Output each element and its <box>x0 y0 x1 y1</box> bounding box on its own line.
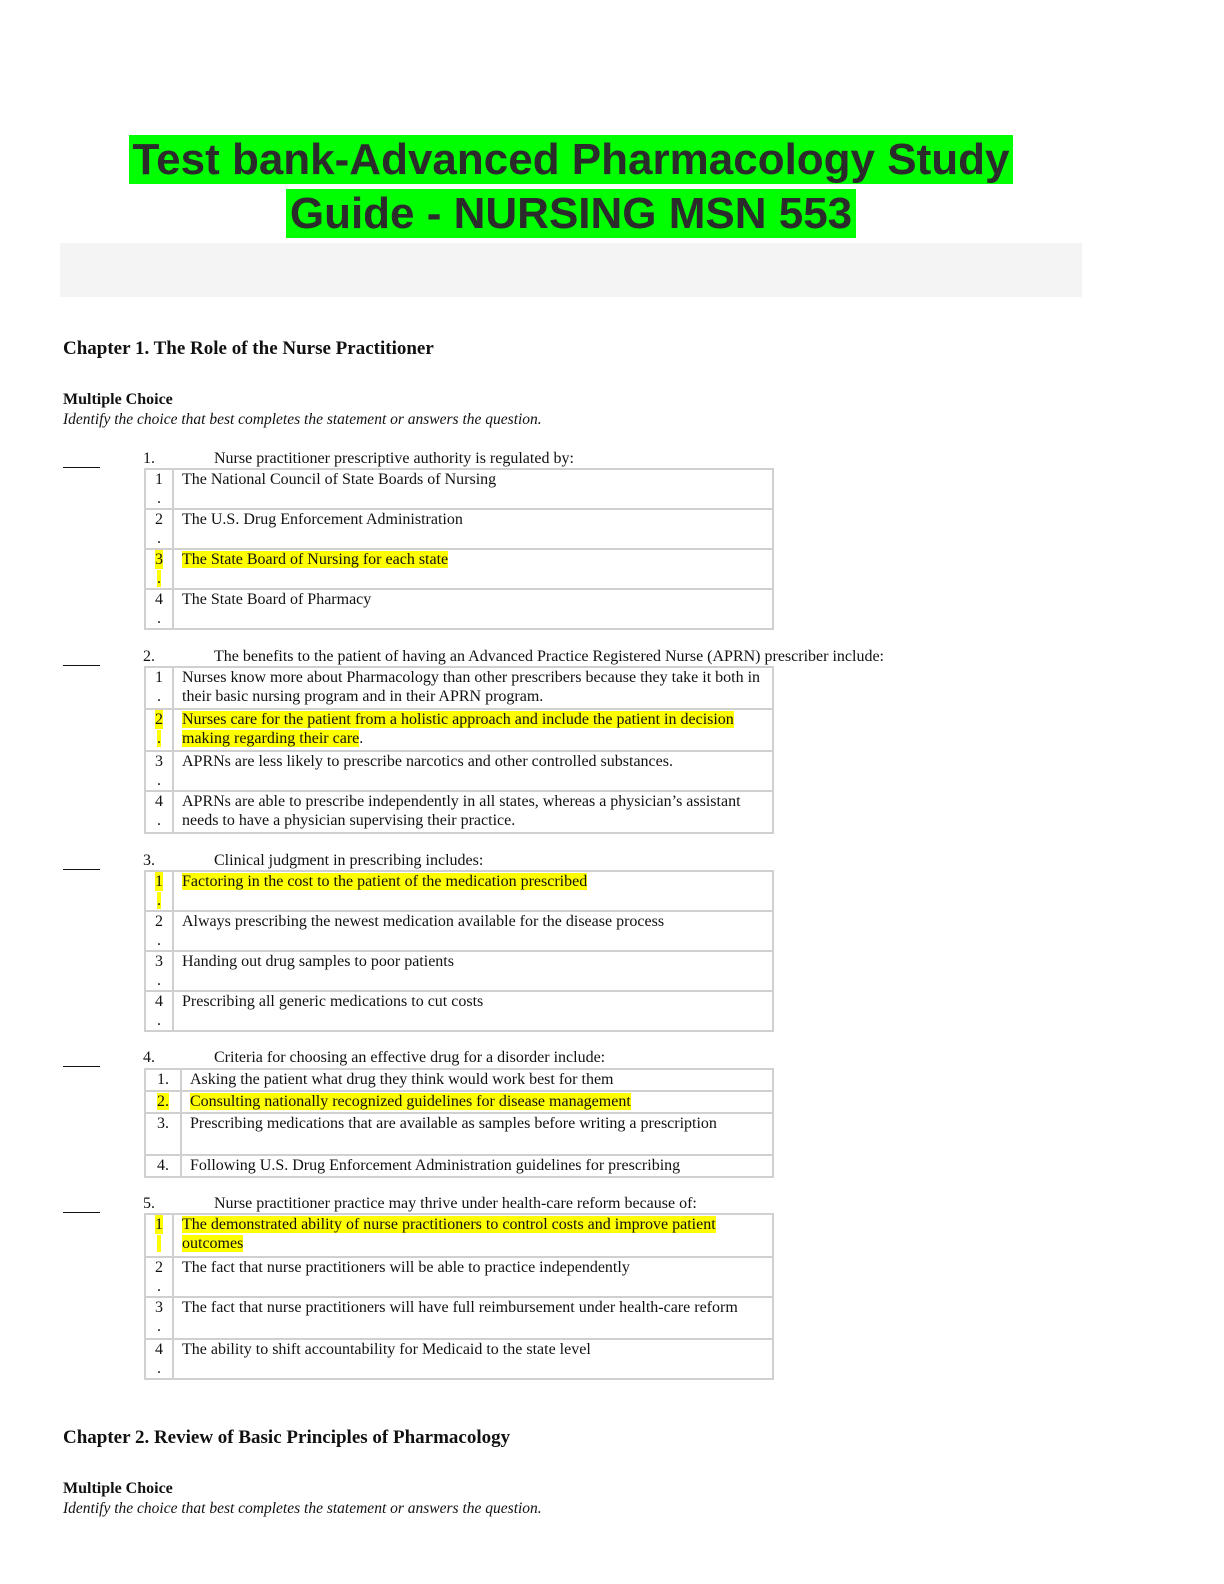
option-text: Nurses know more about Pharmacology than… <box>182 669 761 705</box>
answer-blank[interactable] <box>63 1066 100 1067</box>
option-row-correct: 2. Nurses care for the patient from a ho… <box>144 708 774 752</box>
option-row: 1. The National Council of State Boards … <box>144 468 774 510</box>
option-row: 4. The ability to shift accountability f… <box>144 1338 774 1380</box>
chapter-1-section: Multiple Choice <box>63 391 173 408</box>
option-text: The fact that nurse practitioners will b… <box>182 1259 630 1276</box>
option-number: 3. <box>157 1115 169 1132</box>
chapter-1-instructions: Identify the choice that best completes … <box>63 411 542 428</box>
question-text: Criteria for choosing an effective drug … <box>214 1049 606 1066</box>
option-row: 3. Prescribing medications that are avai… <box>144 1112 774 1156</box>
option-text: Always prescribing the newest medication… <box>182 913 665 930</box>
option-text-highlighted: The State Board of Nursing for each stat… <box>182 551 449 568</box>
option-number: 2 <box>155 1259 163 1276</box>
option-number: 4 <box>155 793 163 810</box>
options-table: 1. The National Council of State Boards … <box>144 468 774 630</box>
option-number: 1 <box>155 1215 163 1234</box>
chapter-2-section: Multiple Choice <box>63 1480 173 1497</box>
option-row: 3. Handing out drug samples to poor pati… <box>144 950 774 992</box>
options-table: 1. Nurses know more about Pharmacology t… <box>144 666 774 834</box>
title-line-2: Guide - NURSING MSN 553 <box>285 189 857 238</box>
option-row: 4. The State Board of Pharmacy <box>144 588 774 630</box>
answer-blank[interactable] <box>63 869 100 870</box>
option-row: 2. The U.S. Drug Enforcement Administrat… <box>144 508 774 550</box>
options-table: 1. Asking the patient what drug they thi… <box>144 1068 774 1178</box>
option-row: 2. Always prescribing the newest medicat… <box>144 910 774 952</box>
chapter-2-instructions: Identify the choice that best completes … <box>63 1500 542 1517</box>
option-text: Handing out drug samples to poor patient… <box>182 953 454 970</box>
chapter-2-heading: Chapter 2. Review of Basic Principles of… <box>63 1427 511 1448</box>
option-row-correct: 3. The State Board of Nursing for each s… <box>144 548 774 590</box>
question-text: Nurse practitioner prescriptive authorit… <box>214 450 574 467</box>
title-band <box>60 243 1082 297</box>
option-text: Prescribing medications that are availab… <box>190 1115 717 1132</box>
option-number: 1 <box>155 471 163 488</box>
option-number: 3 <box>155 953 163 970</box>
option-text: APRNs are able to prescribe independentl… <box>182 793 741 829</box>
option-number: 4. <box>157 1157 169 1174</box>
options-table: 1 The demonstrated ability of nurse prac… <box>144 1213 774 1380</box>
option-text: APRNs are less likely to prescribe narco… <box>182 753 673 770</box>
option-row-correct: 1. Factoring in the cost to the patient … <box>144 870 774 912</box>
question-number: 1. <box>143 450 155 467</box>
option-row-correct: 2. Consulting nationally recognized guid… <box>144 1090 774 1114</box>
option-text: The State Board of Pharmacy <box>182 591 372 608</box>
option-number: 3 <box>155 1299 163 1316</box>
option-text-highlighted: Factoring in the cost to the patient of … <box>182 873 588 890</box>
option-text: The National Council of State Boards of … <box>182 471 497 488</box>
option-text: Following U.S. Drug Enforcement Administ… <box>190 1157 681 1174</box>
option-row-correct: 1 The demonstrated ability of nurse prac… <box>144 1213 774 1258</box>
option-text-highlighted: The demonstrated ability of nurse practi… <box>182 1216 716 1252</box>
option-text: Prescribing all generic medications to c… <box>182 993 484 1010</box>
question-number: 3. <box>143 852 155 869</box>
option-number: 2 <box>155 913 163 930</box>
option-number: 4 <box>155 993 163 1010</box>
option-text-highlighted: Nurses care for the patient from a holis… <box>182 711 734 747</box>
option-number: 3 <box>155 550 163 569</box>
option-row: 2. The fact that nurse practitioners wil… <box>144 1256 774 1298</box>
option-row: 4. Prescribing all generic medications t… <box>144 990 774 1032</box>
question-number: 4. <box>143 1049 155 1066</box>
question-text: Clinical judgment in prescribing include… <box>214 852 484 869</box>
option-row: 3. APRNs are less likely to prescribe na… <box>144 750 774 792</box>
option-row: 1. Nurses know more about Pharmacology t… <box>144 666 774 710</box>
option-number: 4 <box>155 591 163 608</box>
options-table: 1. Factoring in the cost to the patient … <box>144 870 774 1032</box>
option-number: 1. <box>157 1071 169 1088</box>
question-number: 2. <box>143 648 155 665</box>
answer-blank[interactable] <box>63 665 100 666</box>
option-text: The fact that nurse practitioners will h… <box>182 1299 738 1316</box>
option-number: 1 <box>155 872 163 891</box>
title-line-1: Test bank-Advanced Pharmacology Study <box>128 135 1014 184</box>
answer-blank[interactable] <box>63 1212 100 1213</box>
question-text: The benefits to the patient of having an… <box>214 648 884 665</box>
option-row: 4. APRNs are able to prescribe independe… <box>144 790 774 834</box>
document-title: Test bank-Advanced Pharmacology Study Gu… <box>60 133 1082 241</box>
option-number: 1 <box>155 669 163 686</box>
option-number: 4 <box>155 1341 163 1358</box>
option-text-highlighted: Consulting nationally recognized guideli… <box>190 1093 631 1110</box>
option-row: 1. Asking the patient what drug they thi… <box>144 1068 774 1092</box>
question-text: Nurse practitioner practice may thrive u… <box>214 1195 697 1212</box>
option-text: The U.S. Drug Enforcement Administration <box>182 511 463 528</box>
option-number: 2 <box>155 511 163 528</box>
chapter-1-heading: Chapter 1. The Role of the Nurse Practit… <box>63 338 434 359</box>
question-number: 5. <box>143 1195 155 1212</box>
option-number: 2 <box>155 710 163 729</box>
answer-blank[interactable] <box>63 467 100 468</box>
option-row: 3. The fact that nurse practitioners wil… <box>144 1296 774 1340</box>
option-number: 2. <box>157 1093 169 1110</box>
option-number: 3 <box>155 753 163 770</box>
option-text: Asking the patient what drug they think … <box>190 1071 614 1088</box>
option-row: 4. Following U.S. Drug Enforcement Admin… <box>144 1154 774 1178</box>
option-text: The ability to shift accountability for … <box>182 1341 591 1358</box>
